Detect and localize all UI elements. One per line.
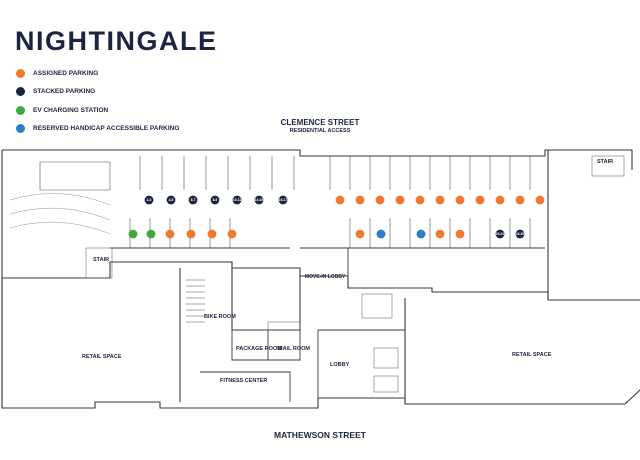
move-in-lobby-text: MOVE-IN LOBBY	[305, 274, 346, 280]
handicap-parking-dot-icon	[16, 124, 25, 134]
stair-right-outline	[591, 155, 625, 177]
parking-spot-number: 10-11	[233, 198, 241, 202]
ramp-hatch	[9, 193, 111, 235]
retail-left-label: RETAIL SPACE	[82, 354, 122, 360]
legend-item-ev: EV CHARGING STATION	[16, 101, 179, 120]
residential-access-label: RESIDENTIAL ACCESS	[289, 128, 351, 134]
stacked-parking-spot	[166, 195, 176, 205]
move-in-lobby-wall	[300, 247, 349, 288]
legend-label: RESERVED HANDICAP ACCESSIBLE PARKING	[33, 125, 180, 133]
assigned-parking-spot	[395, 195, 405, 205]
parking-spot-number: 8-9	[213, 198, 218, 202]
fitness-center-label: FITNESS CENTER	[220, 378, 267, 384]
outer-wall	[1, 149, 640, 409]
legend-item-assigned: ASSIGNED PARKING	[16, 64, 179, 83]
parking-spot-number: 2-3	[147, 198, 152, 202]
assigned-parking-spot	[455, 229, 465, 239]
assigned-parking-spot	[435, 195, 445, 205]
mail-boxes	[267, 321, 301, 331]
stacked-parking-spot	[232, 195, 242, 205]
street-name-mathewson: MATHEWSON STREET	[274, 430, 366, 440]
assigned-parking-spot	[415, 195, 425, 205]
legend-item-handicap: RESERVED HANDICAP ACCESSIBLE PARKING	[16, 120, 179, 139]
package-room-wall	[231, 330, 269, 361]
stacked-parking-dot-icon	[16, 87, 25, 97]
stair-left-outline	[85, 247, 113, 279]
building-title: NIGHTINGALE	[15, 26, 218, 56]
right-wall	[404, 150, 549, 404]
move-in-lobby-label: MOVE-IN LOBBY	[305, 274, 346, 280]
parking-markers: 2-3 4-5 6-7 8-9 10-11 14-15 16-17 20-21 24-25	[128, 195, 545, 239]
elevator	[361, 293, 393, 319]
street-name-clemence: CLEMENCE STREET	[280, 118, 360, 127]
street-label-top: CLEMENCE STREET RESIDENTIAL ACCESS	[240, 118, 400, 134]
room-walls	[200, 247, 405, 402]
stacked-parking-spot	[254, 195, 264, 205]
stair-left-label: STAIR	[93, 257, 109, 263]
assigned-parking-spot	[186, 229, 196, 239]
parking-spot-number: 16-17	[279, 198, 288, 202]
mail-room-wall	[268, 329, 301, 361]
assigned-parking-spot	[207, 229, 217, 239]
assigned-parking-spot	[355, 195, 365, 205]
ev-parking-spot	[128, 229, 138, 239]
assigned-parking-dot-icon	[16, 68, 25, 78]
assigned-parking-spot	[515, 195, 525, 205]
mid-wall	[231, 262, 301, 331]
lobby-seating-2	[373, 375, 399, 393]
assigned-parking-spot	[375, 195, 385, 205]
legend-label: STACKED PARKING	[33, 88, 96, 96]
ev-parking-spot	[146, 229, 156, 239]
assigned-parking-spot	[475, 195, 485, 205]
stacked-parking-spot	[144, 195, 154, 205]
ramp	[39, 161, 111, 191]
assigned-parking-spot	[435, 229, 445, 239]
mail-room-label: MAIL ROOM	[278, 346, 310, 352]
assigned-parking-spot	[335, 195, 345, 205]
legend-label: ASSIGNED PARKING	[33, 69, 99, 77]
parking-spot-number: 20-21	[496, 232, 505, 236]
handicap-parking-spot	[416, 229, 426, 239]
stair-right-label: STAIR	[597, 159, 613, 165]
assigned-parking-spot	[355, 229, 365, 239]
stacked-parking-spot	[495, 229, 505, 239]
lobby-seating	[373, 347, 399, 369]
building-walls	[1, 149, 640, 409]
legend-item-stacked: STACKED PARKING	[16, 83, 179, 102]
assigned-parking-spot	[227, 229, 237, 239]
legend: ASSIGNED PARKING STACKED PARKING EV CHAR…	[16, 64, 179, 138]
package-room-label: PACKAGE ROOM	[236, 346, 282, 352]
stall-lines	[139, 156, 531, 190]
lobby-wall	[317, 329, 405, 398]
lobby-label: LOBBY	[330, 362, 350, 368]
parking-stalls-top	[9, 156, 531, 248]
parking-spot-number: 6-7	[191, 198, 196, 202]
stacked-parking-spot	[515, 229, 525, 239]
stairs	[85, 155, 625, 393]
assigned-parking-spot	[535, 195, 545, 205]
assigned-parking-spot	[495, 195, 505, 205]
ev-charging-dot-icon	[16, 105, 25, 115]
retail-right-label: RETAIL SPACE	[512, 352, 552, 358]
retail-left-wall	[1, 268, 181, 408]
parking-spot-number: 24-25	[516, 232, 525, 236]
stacked-parking-spot	[278, 195, 288, 205]
parking-spot-number: 14-15	[255, 198, 264, 202]
bike-rack	[186, 279, 205, 323]
legend-label: EV CHARGING STATION	[33, 106, 109, 114]
assigned-parking-spot	[455, 195, 465, 205]
bike-room-label: BIKE ROOM	[204, 314, 236, 320]
stacked-parking-spot	[210, 195, 220, 205]
handicap-parking-spot	[376, 229, 386, 239]
stacked-parking-spot	[188, 195, 198, 205]
parking-spot-number: 4-5	[169, 198, 174, 202]
assigned-parking-spot	[165, 229, 175, 239]
fitness-wall	[200, 371, 291, 402]
